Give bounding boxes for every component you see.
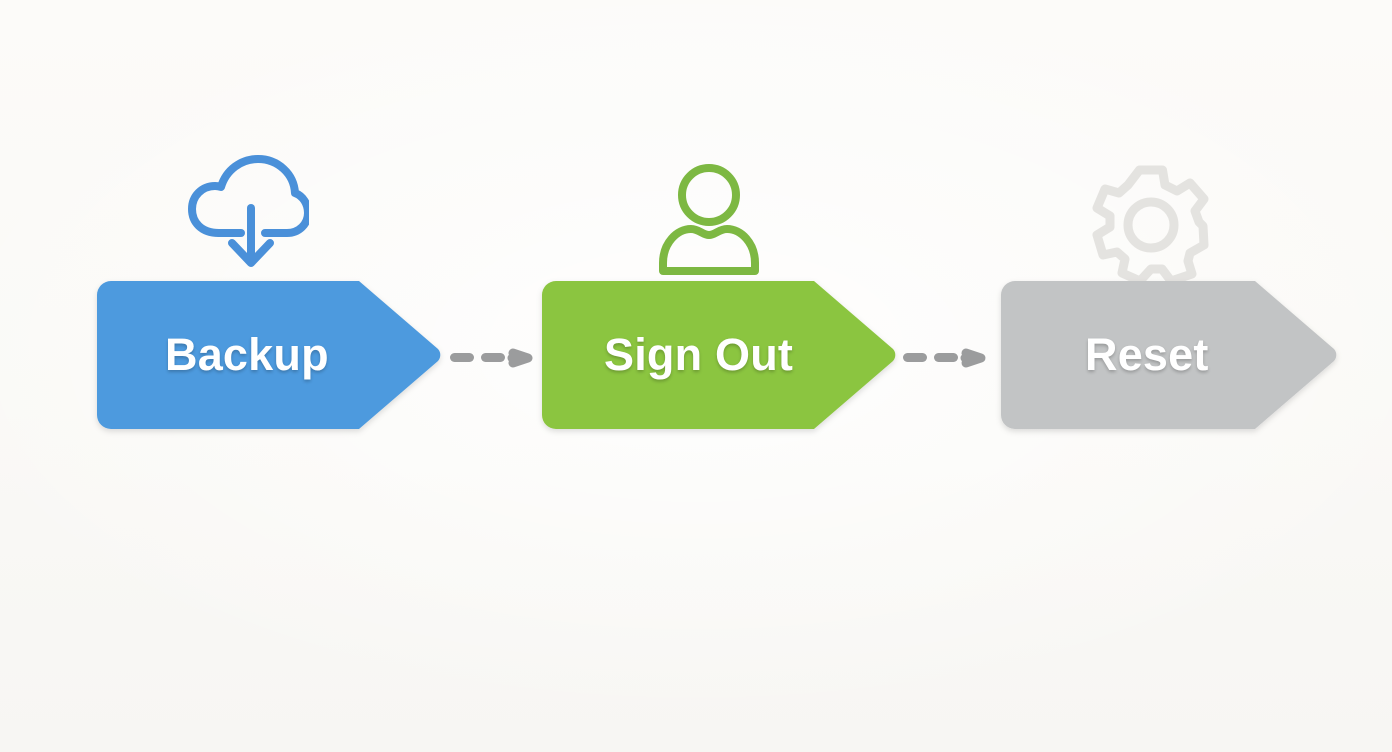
connector-signout-to-reset [903, 340, 995, 376]
cloud-download-icon [187, 146, 309, 276]
user-person-icon [655, 163, 763, 275]
chevron-sign-out[interactable]: Sign Out [542, 281, 904, 429]
chevron-backup[interactable]: Backup [97, 281, 449, 429]
connector-backup-to-signout [450, 340, 542, 376]
gear-settings-icon [1092, 163, 1210, 281]
chevron-reset[interactable]: Reset [1001, 281, 1345, 429]
